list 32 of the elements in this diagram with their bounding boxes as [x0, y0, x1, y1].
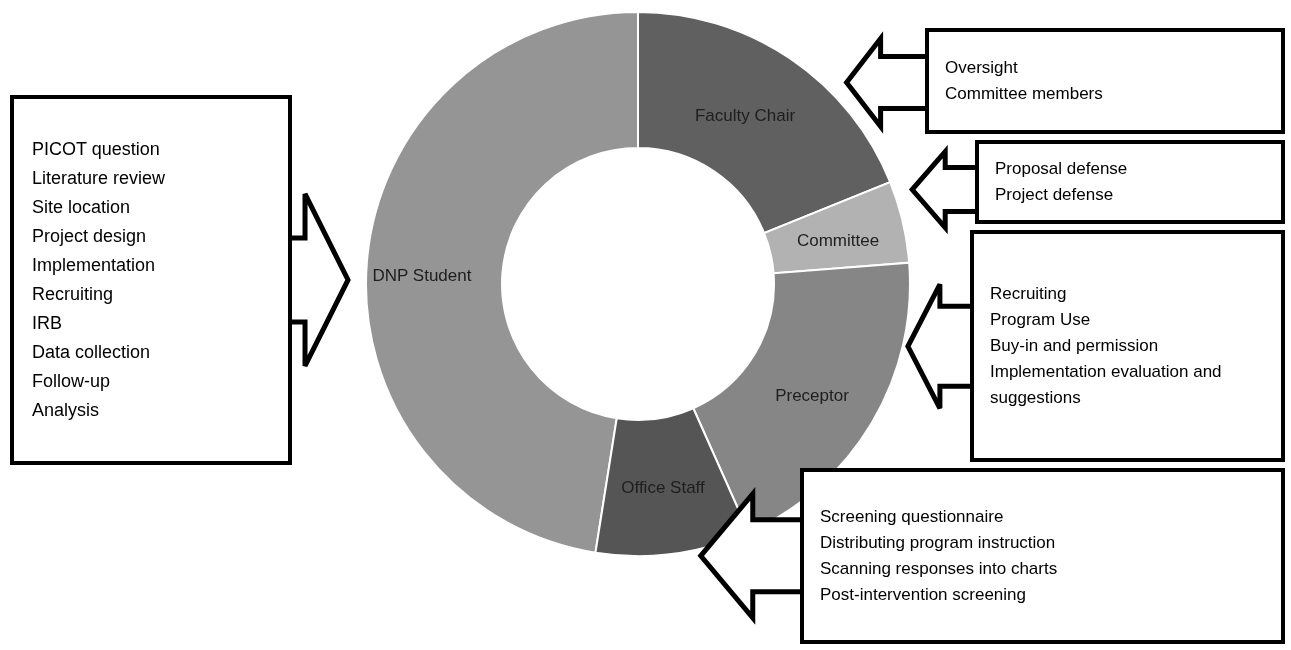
- segment-label: Office Staff: [621, 478, 705, 498]
- list-item: Committee members: [945, 83, 1104, 105]
- list-item: Buy-in and permission: [990, 335, 1160, 357]
- list-item: Project design: [32, 225, 148, 248]
- list-item: IRB: [32, 312, 63, 335]
- list-item: Literature review: [32, 167, 167, 190]
- list-item: Implementation evaluation and suggestions: [990, 361, 1223, 409]
- list-item: Oversight: [945, 57, 1019, 79]
- list-item: PICOT question: [32, 138, 161, 161]
- list-item: Recruiting: [990, 283, 1068, 305]
- list-item: Scanning responses into charts: [820, 558, 1059, 580]
- list-item: Follow-up: [32, 370, 112, 393]
- callout-box: [800, 468, 1285, 644]
- segment-label: DNP Student: [372, 266, 472, 286]
- list-item: Analysis: [32, 399, 101, 422]
- segment-label: Committee: [796, 231, 880, 251]
- list-item: Project defense: [995, 184, 1115, 206]
- list-item: Data collection: [32, 341, 152, 364]
- list-item: Distributing program instruction: [820, 532, 1057, 554]
- list-item: Proposal defense: [995, 158, 1129, 180]
- segment-label: Faculty Chair: [694, 106, 796, 126]
- callout-box: [975, 140, 1285, 224]
- list-item: Post-intervention screening: [820, 584, 1027, 606]
- callout-box: [925, 28, 1285, 134]
- segment-label: Preceptor: [775, 386, 849, 406]
- callout-box: [970, 230, 1285, 462]
- list-item: Program Use: [990, 309, 1092, 331]
- list-item: Implementation: [32, 254, 157, 277]
- list-item: Recruiting: [32, 283, 115, 306]
- list-item: Screening questionnaire: [820, 506, 1005, 528]
- callout-box: [10, 95, 292, 465]
- list-item: Site location: [32, 196, 132, 219]
